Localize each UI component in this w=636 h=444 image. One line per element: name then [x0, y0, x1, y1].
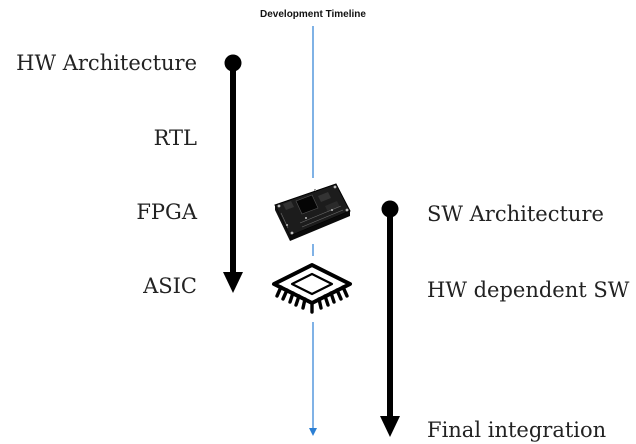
hw-arrow [223, 54, 243, 293]
hw-step-rtl: RTL [153, 126, 197, 150]
timeline-arrowhead [309, 428, 317, 436]
hw-step-asic: ASIC [143, 274, 197, 298]
hw-step-hw-architecture: HW Architecture [16, 51, 197, 75]
hw-step-fpga: FPGA [136, 200, 197, 224]
fpga-board-icon [274, 183, 351, 241]
asic-chip-icon [272, 263, 352, 314]
sw-step-hw-dependent-sw: HW dependent SW [427, 278, 630, 302]
sw-arrow [380, 200, 400, 437]
timeline-title: Development Timeline [260, 9, 366, 20]
sw-step-final-integration: Final integration [427, 418, 607, 442]
sw-step-sw-architecture: SW Architecture [427, 202, 604, 226]
timeline-line [309, 26, 317, 436]
